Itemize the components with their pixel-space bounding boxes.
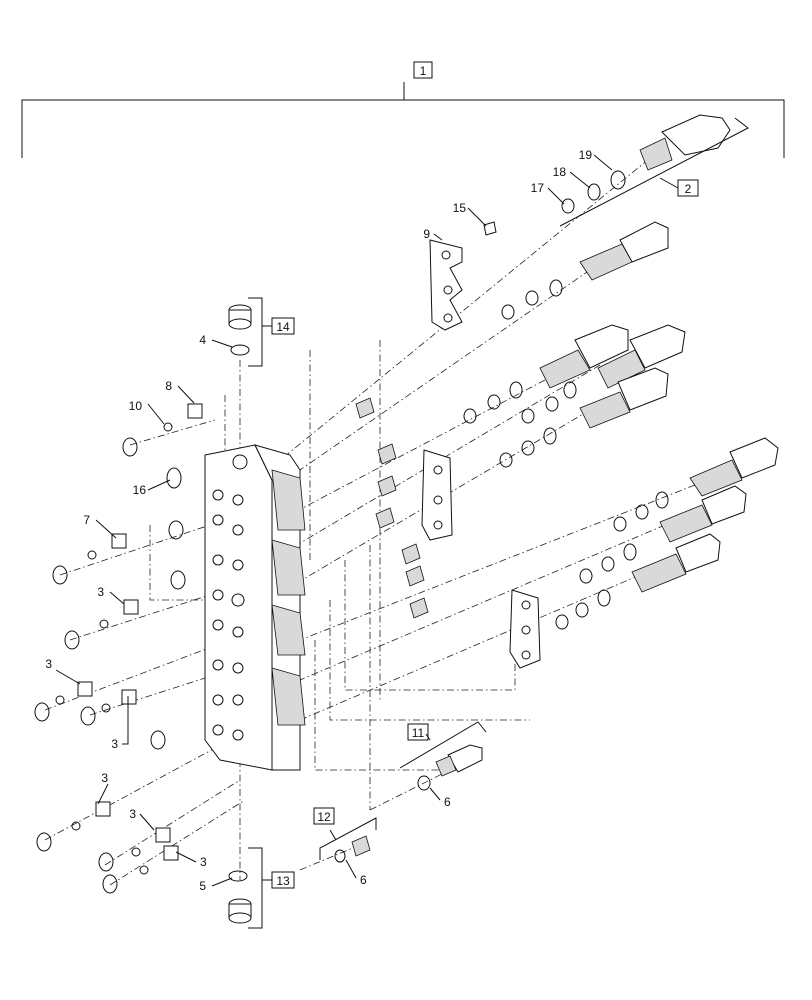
bracket-13: 13 bbox=[248, 847, 295, 929]
small-plugs bbox=[355, 397, 429, 619]
callout-3c: 3 bbox=[111, 737, 118, 751]
solenoid-top bbox=[561, 114, 731, 214]
callout-3e: 3 bbox=[129, 807, 136, 821]
bracket-11: 11 bbox=[399, 721, 487, 769]
pressure-sensor bbox=[417, 744, 483, 791]
callout-3b: 3 bbox=[45, 657, 52, 671]
callout-10: 10 bbox=[129, 399, 143, 413]
callout-13: 13 bbox=[276, 874, 290, 888]
callout-11: 11 bbox=[412, 726, 425, 740]
callout-labels: 4 5 8 10 16 7 3 3 3 3 3 3 9 15 17 18 19 … bbox=[45, 148, 592, 893]
bracket-14: 14 bbox=[248, 297, 295, 367]
callout-15: 15 bbox=[453, 201, 467, 215]
lower-plate bbox=[509, 589, 541, 669]
plug-12 bbox=[334, 835, 371, 863]
bracket-2: 2 bbox=[559, 117, 749, 227]
top-plug bbox=[228, 304, 252, 356]
callout-6b: 6 bbox=[360, 873, 367, 887]
callout-3a: 3 bbox=[97, 585, 104, 599]
valve-body bbox=[204, 444, 306, 771]
callout-box-1: 1 bbox=[413, 61, 433, 79]
callout-16: 16 bbox=[133, 483, 147, 497]
callout-3d: 3 bbox=[101, 771, 108, 785]
leader-lines bbox=[55, 154, 613, 887]
callout-12: 12 bbox=[317, 810, 331, 824]
assembly-bracket bbox=[21, 82, 785, 158]
callout-1: 1 bbox=[420, 64, 427, 78]
callout-4: 4 bbox=[199, 333, 206, 347]
callout-9: 9 bbox=[423, 227, 430, 241]
callout-2: 2 bbox=[685, 182, 692, 196]
center-lines bbox=[44, 149, 696, 886]
callout-14: 14 bbox=[276, 320, 290, 334]
solenoid-2 bbox=[501, 221, 669, 320]
left-plugs bbox=[34, 403, 203, 894]
callout-6a: 6 bbox=[444, 795, 451, 809]
callout-5: 5 bbox=[199, 879, 206, 893]
callout-18: 18 bbox=[553, 165, 567, 179]
solenoid-cluster-lower bbox=[555, 437, 779, 630]
callout-3f: 3 bbox=[200, 855, 207, 869]
callout-19: 19 bbox=[579, 148, 593, 162]
bracket-12: 12 bbox=[313, 807, 377, 860]
solenoid-cluster-middle bbox=[463, 324, 686, 468]
callout-8: 8 bbox=[165, 379, 172, 393]
callout-17: 17 bbox=[531, 181, 545, 195]
middle-plate bbox=[421, 449, 453, 541]
bottom-plug bbox=[228, 870, 252, 924]
callout-7: 7 bbox=[83, 513, 90, 527]
retaining-plate bbox=[429, 221, 497, 331]
